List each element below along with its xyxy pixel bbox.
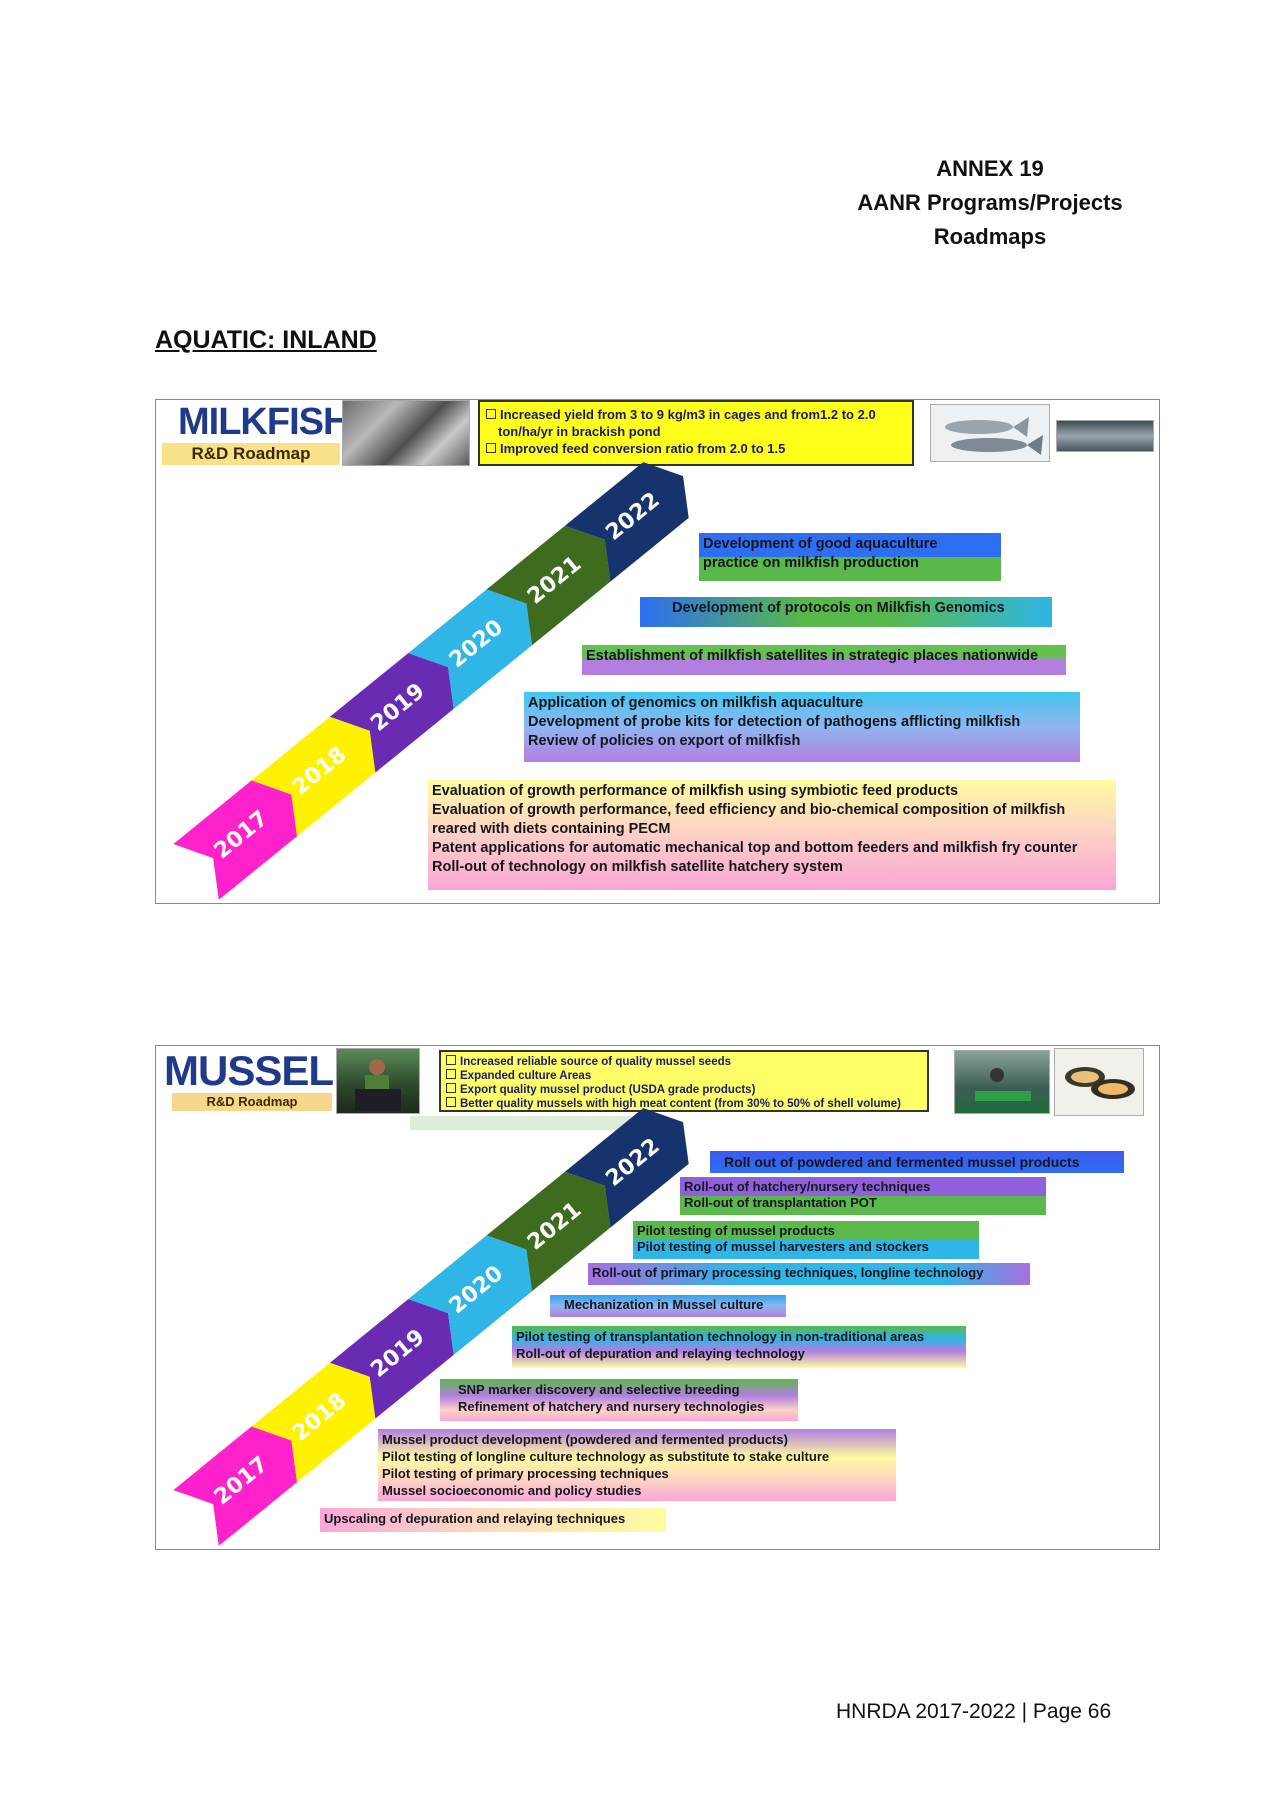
activity-bar: SNP marker discovery and selective breed… — [440, 1379, 798, 1421]
goal-item: Increased reliable source of quality mus… — [446, 1055, 922, 1069]
mussel-roadmap-panel: MUSSEL R&D Roadmap Increased reliable so… — [155, 1045, 1160, 1550]
year-segment-2020 — [408, 1235, 533, 1355]
mussel-logo-title: MUSSEL — [164, 1047, 334, 1094]
activity-bar: Establishment of milkfish satellites in … — [582, 645, 1066, 675]
activity-bar: Mechanization in Mussel culture — [550, 1295, 786, 1317]
milkfish-logo: MILKFISH R&D Roadmap — [162, 401, 350, 465]
year-segment-2018 — [251, 716, 376, 837]
milkfish-catch-photo — [342, 400, 470, 466]
goal-item-continued: ton/ha/yr in brackish pond — [498, 424, 661, 439]
goal-item: Export quality mussel product (USDA grad… — [446, 1083, 922, 1097]
year-segment-2022 — [564, 1108, 689, 1228]
goal-item: Expanded culture Areas — [446, 1069, 922, 1083]
activity-bar: Pilot testing of transplantation technol… — [512, 1326, 966, 1368]
milkfish-photo — [930, 404, 1050, 462]
goals-shadow-strip — [410, 1116, 664, 1130]
mussel-boat-photo — [954, 1050, 1050, 1114]
annex-header: ANNEX 19 AANR Programs/Projects Roadmaps — [760, 152, 1220, 254]
year-segment-2018 — [251, 1362, 376, 1483]
checkbox-icon — [446, 1097, 456, 1107]
mussel-goals-box: Increased reliable source of quality mus… — [439, 1050, 929, 1112]
year-segment-2017 — [173, 780, 298, 900]
activity-bar: Mussel product development (powdered and… — [378, 1429, 896, 1501]
goal-item: Increased yield from 3 to 9 kg/m3 in cag… — [486, 406, 906, 423]
year-segment-2021 — [486, 525, 611, 646]
mussel-logo: MUSSEL R&D Roadmap — [162, 1047, 340, 1111]
milkfish-logo-subtitle: R&D Roadmap — [162, 443, 340, 465]
year-segment-2019 — [329, 653, 454, 773]
section-title: AQUATIC: INLAND — [155, 326, 377, 354]
year-segment-2019 — [329, 1299, 454, 1419]
checkbox-icon — [446, 1069, 456, 1079]
person-holding-mussels-icon — [355, 1059, 401, 1111]
mussel-shells-photo — [1054, 1048, 1144, 1116]
activity-bar: Roll-out of hatchery/nursery techniques … — [680, 1177, 1046, 1215]
milkfish-closeup-photo — [1056, 420, 1154, 452]
year-segment-2017 — [173, 1426, 298, 1546]
checkbox-icon — [486, 409, 496, 419]
annex-number: ANNEX 19 — [936, 156, 1044, 181]
goal-item: Better quality mussels with high meat co… — [446, 1097, 922, 1111]
boat-icon — [975, 1068, 1031, 1101]
activity-bar: Development of protocols on Milkfish Gen… — [640, 597, 1052, 627]
activity-bar: Pilot testing of mussel products Pilot t… — [633, 1221, 979, 1259]
mussel-shell-icon — [1065, 1067, 1135, 1099]
mussel-logo-subtitle: R&D Roadmap — [172, 1093, 332, 1111]
ribbon-tail-notch — [173, 1490, 219, 1546]
annex-subtitle: AANR Programs/Projects — [857, 190, 1123, 215]
activity-bar: Evaluation of growth performance of milk… — [428, 780, 1116, 890]
activity-bar: Roll out of powdered and fermented musse… — [710, 1151, 1124, 1173]
checkbox-icon — [486, 443, 496, 453]
activity-bar: Upscaling of depuration and relaying tec… — [320, 1508, 666, 1532]
activity-bar: Application of genomics on milkfish aqua… — [524, 692, 1080, 762]
page-footer: HNRDA 2017-2022 | Page 66 — [836, 1700, 1112, 1723]
fish-illustration-icon — [945, 417, 1043, 455]
goal-item: Improved feed conversion ratio from 2.0 … — [486, 440, 906, 457]
annex-subtitle-2: Roadmaps — [933, 224, 1047, 249]
mussel-harvest-photo — [336, 1048, 420, 1114]
checkbox-icon — [446, 1083, 456, 1093]
checkbox-icon — [446, 1055, 456, 1065]
activity-bar: Roll-out of primary processing technique… — [588, 1263, 1030, 1285]
milkfish-logo-title: MILKFISH — [178, 401, 350, 443]
activity-bar: Development of good aquaculture practice… — [699, 533, 1001, 581]
year-segment-2022 — [564, 462, 689, 582]
milkfish-roadmap-panel: MILKFISH R&D Roadmap Increased yield fro… — [155, 399, 1160, 904]
milkfish-goals-box: Increased yield from 3 to 9 kg/m3 in cag… — [478, 400, 914, 466]
year-segment-2020 — [408, 589, 533, 709]
year-segment-2021 — [486, 1171, 611, 1292]
